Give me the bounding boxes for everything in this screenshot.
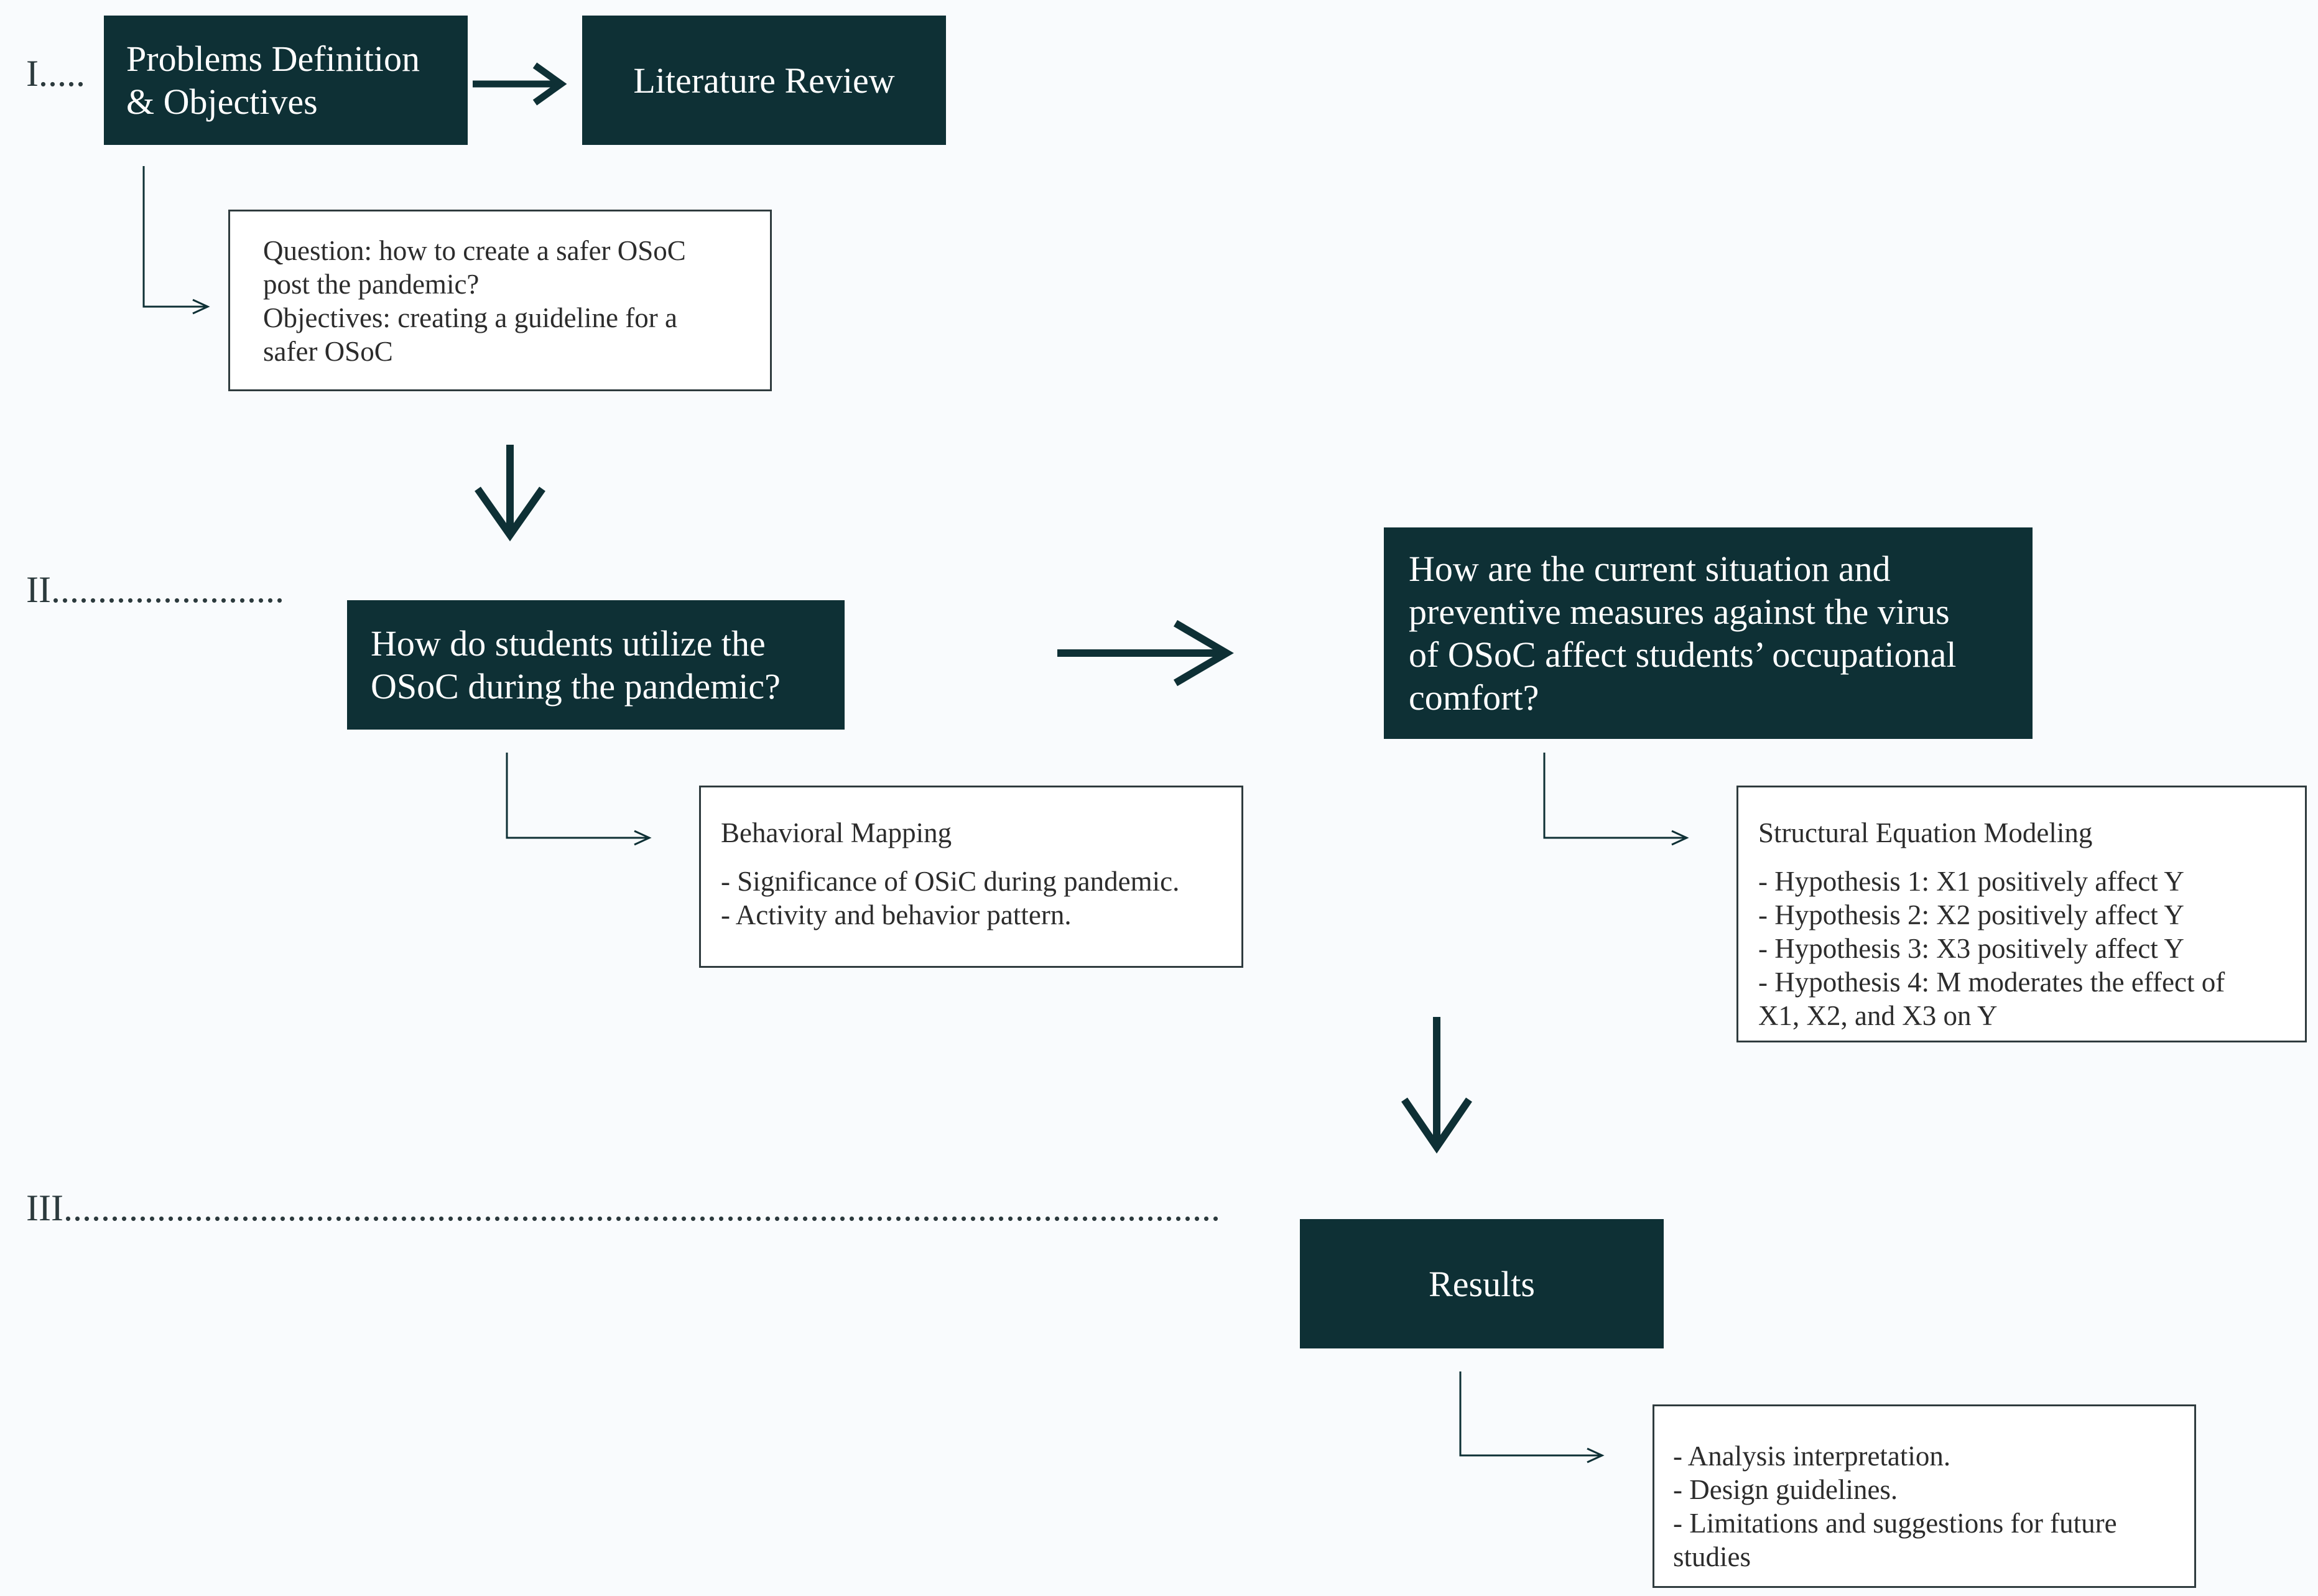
problems-definition-label: Problems Definition & Objectives — [126, 39, 420, 122]
results-note-item: - Limitations and suggestions for future… — [1673, 1508, 2117, 1572]
elbow-results-to-note — [1459, 1371, 1605, 1464]
objectives-note: Question: how to create a safer OSoC pos… — [228, 210, 772, 391]
behavioral-mapping-item: - Activity and behavior pattern. — [721, 899, 1072, 930]
objectives-note-question: Question: how to create a safer OSoC pos… — [263, 235, 686, 300]
literature-review-label: Literature Review — [633, 60, 895, 101]
comfort-question-node: How are the current situation and preven… — [1384, 527, 2033, 739]
elbow-comfort-to-sem — [1543, 753, 1689, 846]
stage-marker-3: III.....................................… — [26, 1187, 1220, 1228]
arrow-usage-to-comfort — [1057, 619, 1234, 687]
sem-title: Structural Equation Modeling — [1758, 817, 2093, 848]
results-note-item: - Analysis interpretation. — [1673, 1441, 1951, 1472]
sem-hypothesis: - Hypothesis 2: X2 positively affect Y — [1758, 899, 2184, 930]
problems-definition-node: Problems Definition & Objectives — [104, 16, 468, 145]
results-note: - Analysis interpretation. - Design guid… — [1653, 1404, 2196, 1588]
literature-review-node: Literature Review — [582, 16, 946, 145]
sem-hypothesis: - Hypothesis 4: M moderates the effect o… — [1758, 967, 2225, 1031]
sem-hypothesis: - Hypothesis 3: X3 positively affect Y — [1758, 933, 2184, 964]
usage-question-node: How do students utilize the OSoC during … — [347, 600, 845, 730]
sem-hypothesis: - Hypothesis 1: X1 positively affect Y — [1758, 866, 2184, 897]
stage-marker-2: II......................... — [26, 569, 284, 610]
objectives-note-objectives: Objectives: creating a guideline for a s… — [263, 302, 677, 367]
usage-question-label: How do students utilize the OSoC during … — [371, 623, 781, 707]
elbow-problems-to-objectives — [142, 166, 210, 315]
results-node: Results — [1300, 1219, 1664, 1348]
behavioral-mapping-title: Behavioral Mapping — [721, 817, 952, 848]
results-note-item: - Design guidelines. — [1673, 1474, 1898, 1505]
behavioral-mapping-note: Behavioral Mapping - Significance of OSi… — [699, 786, 1243, 968]
comfort-question-label: How are the current situation and preven… — [1409, 549, 1957, 718]
arrow-stage2-to-stage3 — [1401, 1017, 1472, 1154]
arrow-problems-to-literature — [473, 62, 567, 106]
arrow-stage1-to-stage2 — [475, 445, 545, 542]
behavioral-mapping-item: - Significance of OSiC during pandemic. — [721, 866, 1180, 897]
results-label: Results — [1429, 1263, 1535, 1304]
elbow-usage-to-behavioral — [506, 753, 652, 846]
stage-marker-1: I..... — [26, 53, 85, 94]
sem-note: Structural Equation Modeling - Hypothesi… — [1736, 786, 2307, 1042]
